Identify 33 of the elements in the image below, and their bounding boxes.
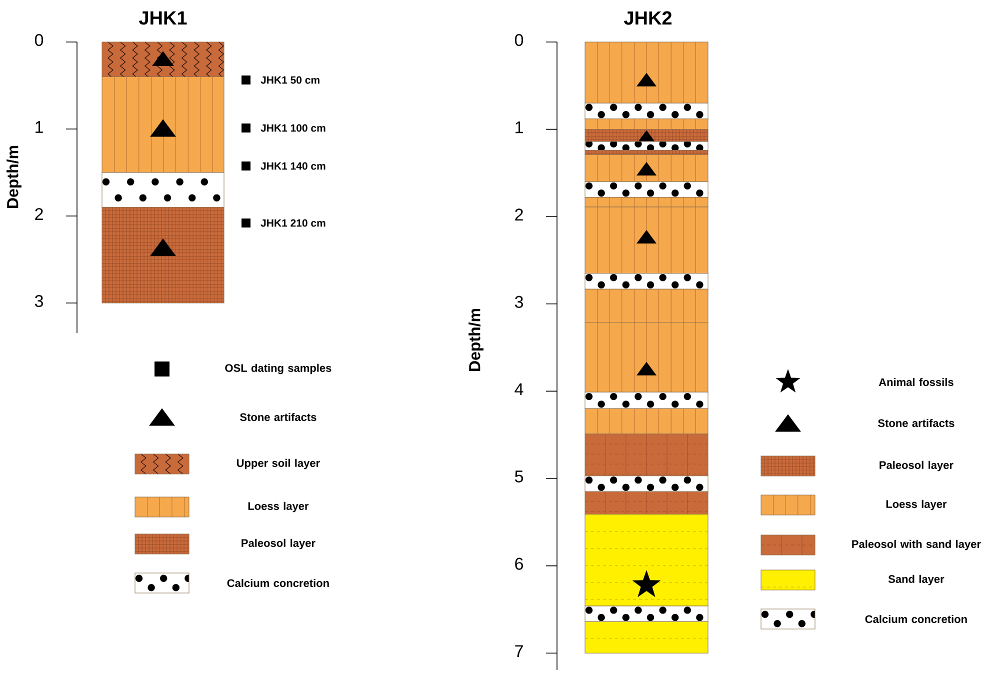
tick-label: 6 <box>515 558 523 570</box>
sample-label: JHK1 140 cm <box>260 162 326 170</box>
legend-label: Paleosol layer <box>242 538 316 550</box>
legend-label: Calcium concretion <box>227 578 329 588</box>
legend-label: Animal fossils <box>878 378 954 386</box>
legend-label: Paleosol with sand layer <box>852 540 981 550</box>
tick-label: 0 <box>514 34 524 46</box>
column-title: JHK1 <box>139 11 187 25</box>
legend-label: Stone artifacts <box>240 412 316 422</box>
tick-label: 1 <box>516 121 523 134</box>
legend-label: Loess layer <box>248 502 309 512</box>
axis-title: Depth/m <box>468 309 484 371</box>
column-title: JHK2 <box>624 11 672 25</box>
sample-label: JHK1 210 cm <box>260 219 326 227</box>
legend-label: Paleosol layer <box>880 460 954 472</box>
tick-label: 0 <box>34 34 44 46</box>
legend-label: Sand layer <box>888 574 944 586</box>
tick-label: 4 <box>514 383 524 396</box>
tick-label: 2 <box>35 208 43 220</box>
legend-label: Calcium concretion <box>865 614 967 624</box>
tick-label: 5 <box>514 470 524 482</box>
legend-label: Stone artifacts <box>878 418 954 428</box>
tick-label: 2 <box>515 208 523 221</box>
sample-label: JHK1 100 cm <box>260 124 326 132</box>
legend-label: Loess layer <box>886 500 947 510</box>
tick-label: 7 <box>515 645 523 657</box>
legend-label: OSL dating samples <box>225 364 332 374</box>
legend-label: Upper soil layer <box>237 458 320 470</box>
sample-label: JHK1 50 cm <box>260 76 320 84</box>
tick-label: 3 <box>34 294 43 308</box>
tick-label: 1 <box>36 121 43 133</box>
axis-title: Depth/m <box>6 146 22 208</box>
tick-label: 3 <box>514 296 523 308</box>
